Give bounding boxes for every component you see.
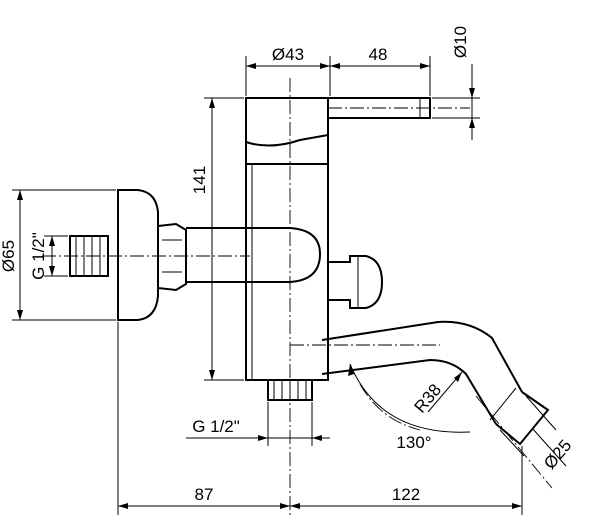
dimension-lines <box>12 56 567 515</box>
label-spout-diameter: Ø25 <box>540 436 575 473</box>
label-body-diameter: Ø43 <box>272 45 304 64</box>
label-lever-diameter: Ø10 <box>451 26 470 58</box>
spout <box>321 320 523 425</box>
outlet-thread <box>267 379 313 401</box>
label-height: 141 <box>190 166 209 194</box>
center-lines <box>42 78 553 515</box>
inlet-nipple <box>69 235 109 277</box>
diverter-knob <box>328 255 384 309</box>
connecting-arm <box>186 227 322 283</box>
faucet-outline <box>69 97 550 446</box>
wall-flange <box>117 189 159 321</box>
label-spout-angle: 130° <box>396 433 431 452</box>
label-wall-to-center: 87 <box>195 485 214 504</box>
label-center-to-spout: 122 <box>392 485 420 504</box>
label-spout-radius: R38 <box>410 380 445 416</box>
label-flange-diameter: Ø65 <box>0 240 18 272</box>
hex-nut <box>157 222 187 292</box>
cartridge-head <box>245 97 329 165</box>
label-outlet-thread: G 1/2" <box>192 417 240 436</box>
label-inlet-thread: G 1/2" <box>29 232 48 280</box>
label-lever-length: 48 <box>369 45 388 64</box>
